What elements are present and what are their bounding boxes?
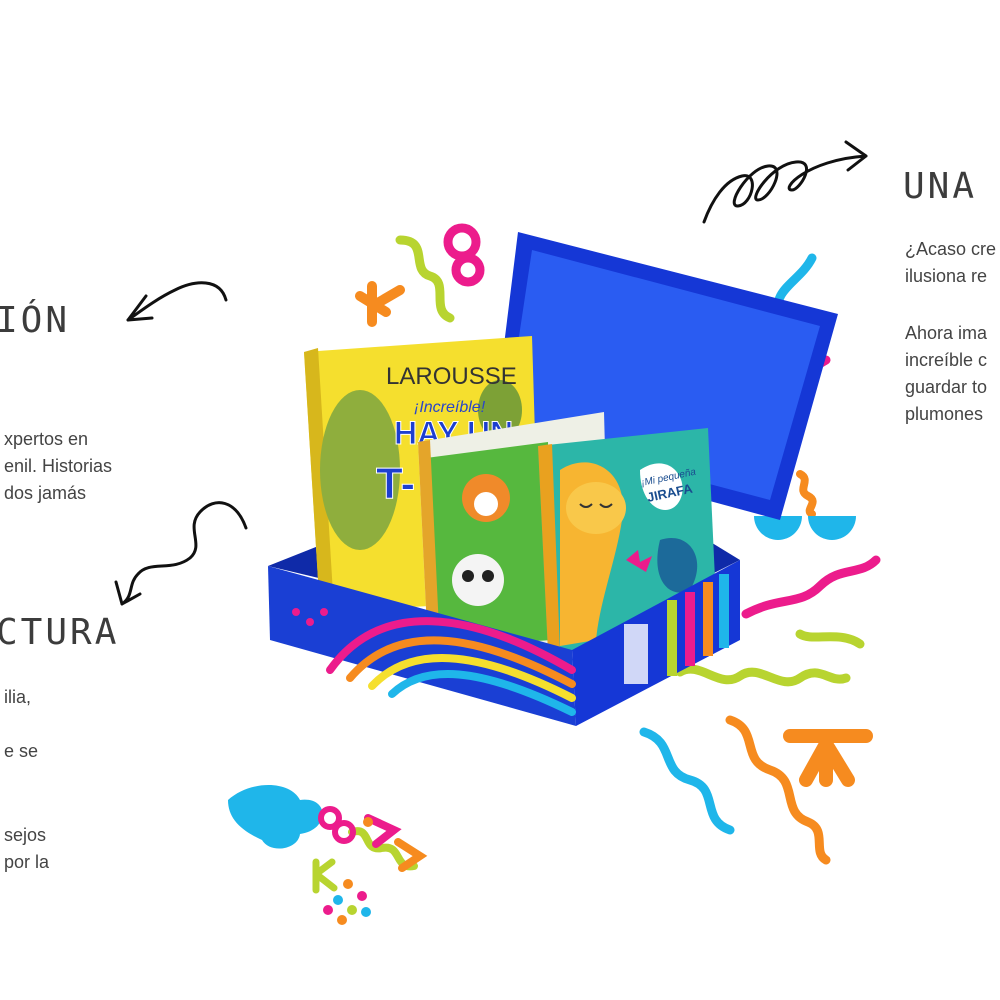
lime-k-icon — [312, 858, 338, 894]
pink-squiggle-icon — [741, 555, 881, 619]
book-brand: LAROUSSE — [386, 363, 517, 390]
lime-squiggle-icon — [395, 235, 455, 323]
panda-illustration — [452, 554, 504, 606]
dinosaur-illustration — [320, 390, 400, 550]
pink-chevron-icon — [364, 814, 402, 848]
arrow-left-middle-icon — [114, 501, 248, 606]
text-line: dos jamás — [4, 483, 87, 503]
dot — [357, 891, 367, 901]
orange-chevron-icon — [394, 838, 428, 872]
text-line: Ahora ima — [905, 323, 988, 343]
text-line: ilusiona re — [905, 266, 988, 286]
orange-squiggle-icon — [796, 470, 817, 518]
text-line: increíble c — [905, 350, 988, 370]
text-line: e se — [4, 741, 39, 761]
dot — [363, 817, 373, 827]
dots-cluster — [323, 817, 373, 925]
rainbow-stripe — [346, 636, 576, 688]
text-line: xpertos en — [4, 429, 89, 449]
arrow-right-top-icon — [702, 140, 868, 224]
text-line: ¿Acaso cre — [905, 239, 997, 259]
tiger-face — [474, 492, 498, 516]
section-heading-right: UNA I — [903, 166, 1000, 207]
section-text-left-2b: e se — [4, 738, 38, 765]
leaf-illustration — [657, 538, 698, 593]
book-subtitle: ¡Increíble! — [414, 399, 486, 416]
text-line: ilia, — [4, 687, 32, 707]
box-side — [572, 560, 740, 726]
text-line: sejos — [4, 825, 47, 845]
dot — [337, 915, 347, 925]
cyan-halfcircle-icon — [808, 516, 856, 540]
giraffe-eyes — [579, 503, 613, 508]
dot — [320, 608, 328, 616]
section-heading-left-1: IÓN — [0, 300, 71, 341]
qr-code — [624, 624, 648, 684]
rainbow-stripe — [368, 654, 576, 702]
book-animals-cover — [426, 442, 552, 648]
lime-squiggle-icon — [675, 664, 851, 687]
text-line: plumones — [905, 404, 984, 424]
orange-k-large-icon — [783, 729, 873, 787]
section-text-right-2: Ahora ima increíble c guardar to plumone… — [905, 320, 987, 428]
lime-squiggle-icon — [795, 629, 865, 649]
cyan-blob-icon — [228, 785, 323, 849]
dot — [343, 879, 353, 889]
rainbow-stripe — [388, 670, 576, 716]
text-line: enil. Historias — [4, 456, 113, 476]
section-text-left-2a: ilia, — [4, 684, 31, 711]
text-line: por la — [4, 852, 50, 872]
pink-ring-icon — [451, 253, 485, 287]
book-title-2: T- — [376, 459, 415, 508]
butterfly-illustration — [626, 550, 652, 572]
rainbow-stripe — [326, 617, 576, 674]
section-text-right-1: ¿Acaso cre ilusiona re — [905, 236, 996, 290]
pink-ring-icon — [318, 806, 342, 830]
dot — [347, 905, 357, 915]
dot — [292, 608, 300, 616]
dinosaur-illustration — [478, 380, 522, 440]
pink-ring-icon — [332, 820, 356, 844]
section-heading-left-2: CTURA — [0, 612, 120, 653]
orange-squiggle-icon — [725, 715, 831, 865]
cyan-squiggle-icon — [639, 727, 735, 835]
panda-eye — [462, 570, 474, 582]
book-animals-spine — [418, 440, 440, 650]
giraffe-face — [566, 482, 626, 534]
panda-eye — [482, 570, 494, 582]
dot — [306, 618, 314, 626]
leaf-illustration — [640, 463, 683, 510]
book-jirafa-spine — [538, 444, 560, 652]
dot — [333, 895, 343, 905]
section-text-left-2c: sejos por la — [4, 822, 49, 876]
cyan-halfcircle-icon — [754, 516, 802, 540]
text-line: guardar to — [905, 377, 988, 397]
dot — [323, 905, 333, 915]
orange-k-icon — [355, 281, 405, 327]
dot — [361, 907, 371, 917]
book-larousse-spine — [304, 348, 334, 612]
section-text-left-1: xpertos en enil. Historias dos jamás — [4, 426, 112, 507]
arrow-left-top-icon — [126, 281, 228, 322]
